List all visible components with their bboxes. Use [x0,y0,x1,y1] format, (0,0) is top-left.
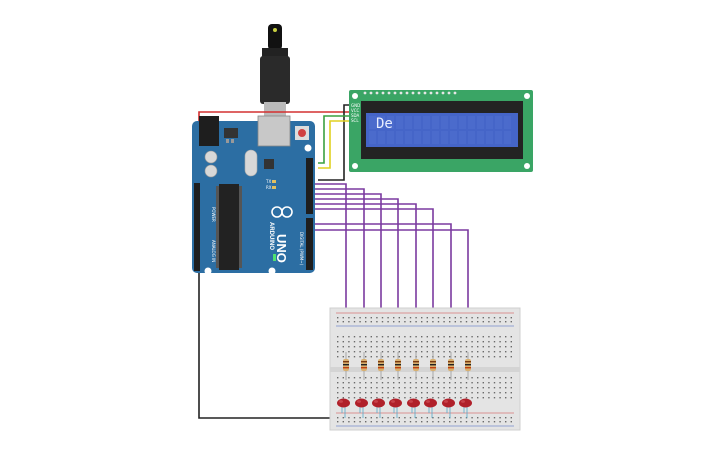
power-led [273,254,276,261]
resistor[interactable] [448,352,454,380]
wire-signal[interactable] [310,229,469,338]
brand-label: ARDUINO [268,222,274,250]
wires [198,104,469,419]
lcd-pin-vcc: VCC [351,108,360,113]
usb-port [257,115,291,147]
lcd-pin-gnd: GND [351,103,360,108]
wire-sda[interactable] [318,115,352,164]
led[interactable] [389,398,402,419]
lcd-pin-sda: SDA [351,113,360,118]
led[interactable] [337,398,350,419]
digital-header-top [306,158,313,214]
led[interactable] [355,398,368,419]
breadboard[interactable] [329,307,521,431]
hole-grid [337,317,512,423]
resistor[interactable] [343,352,349,380]
usb-cable[interactable] [260,24,290,122]
wire-lcd-gnd[interactable] [318,104,352,181]
resistor[interactable] [430,352,436,380]
led[interactable] [407,398,420,419]
led[interactable] [424,398,437,419]
arduino-logo [271,206,293,218]
analog-header-label: ANALOG IN [211,240,216,262]
center-channel [330,367,520,372]
wire-ground[interactable] [198,272,330,419]
wire-signal[interactable] [310,183,347,338]
wire-scl[interactable] [318,120,352,169]
lcd-module[interactable]: GND VCC SDA SCL De [349,90,533,172]
wire-signal[interactable] [310,188,365,338]
tx-label: TX [265,179,271,184]
tx-led [272,180,276,183]
power-jack [199,116,219,146]
resistor[interactable] [361,352,367,380]
led[interactable] [372,398,385,419]
lcd-display-text: De [376,116,393,132]
resistors [343,352,471,380]
model-label: UNO [274,234,289,263]
lcd-pin-scl: SCL [351,118,359,123]
resistor[interactable] [395,352,401,380]
wire-signal[interactable] [310,223,452,338]
arduino-uno-board[interactable]: ARDUINO UNO DIGITAL (PWM~) POWER ANALOG … [192,115,315,275]
wire-signal[interactable] [310,203,417,338]
digital-header-label: DIGITAL (PWM~) [299,232,304,266]
rx-led [272,186,276,189]
wire-signal[interactable] [310,198,399,338]
signal-wires [310,183,469,338]
leds [337,398,472,419]
resistor[interactable] [378,352,384,380]
led[interactable] [442,398,455,419]
wire-signal[interactable] [310,193,382,338]
resistor[interactable] [465,352,471,380]
led[interactable] [459,398,472,419]
lcd-char-grid [369,116,511,144]
resistor[interactable] [413,352,419,380]
power-header-label: POWER [211,207,216,222]
digital-header-bottom [306,218,313,270]
microcontroller-chip [219,184,239,270]
rx-label: RX [266,185,272,190]
power-header [194,183,200,271]
wire-signal[interactable] [310,208,434,338]
lcd-top-pins [363,91,457,95]
